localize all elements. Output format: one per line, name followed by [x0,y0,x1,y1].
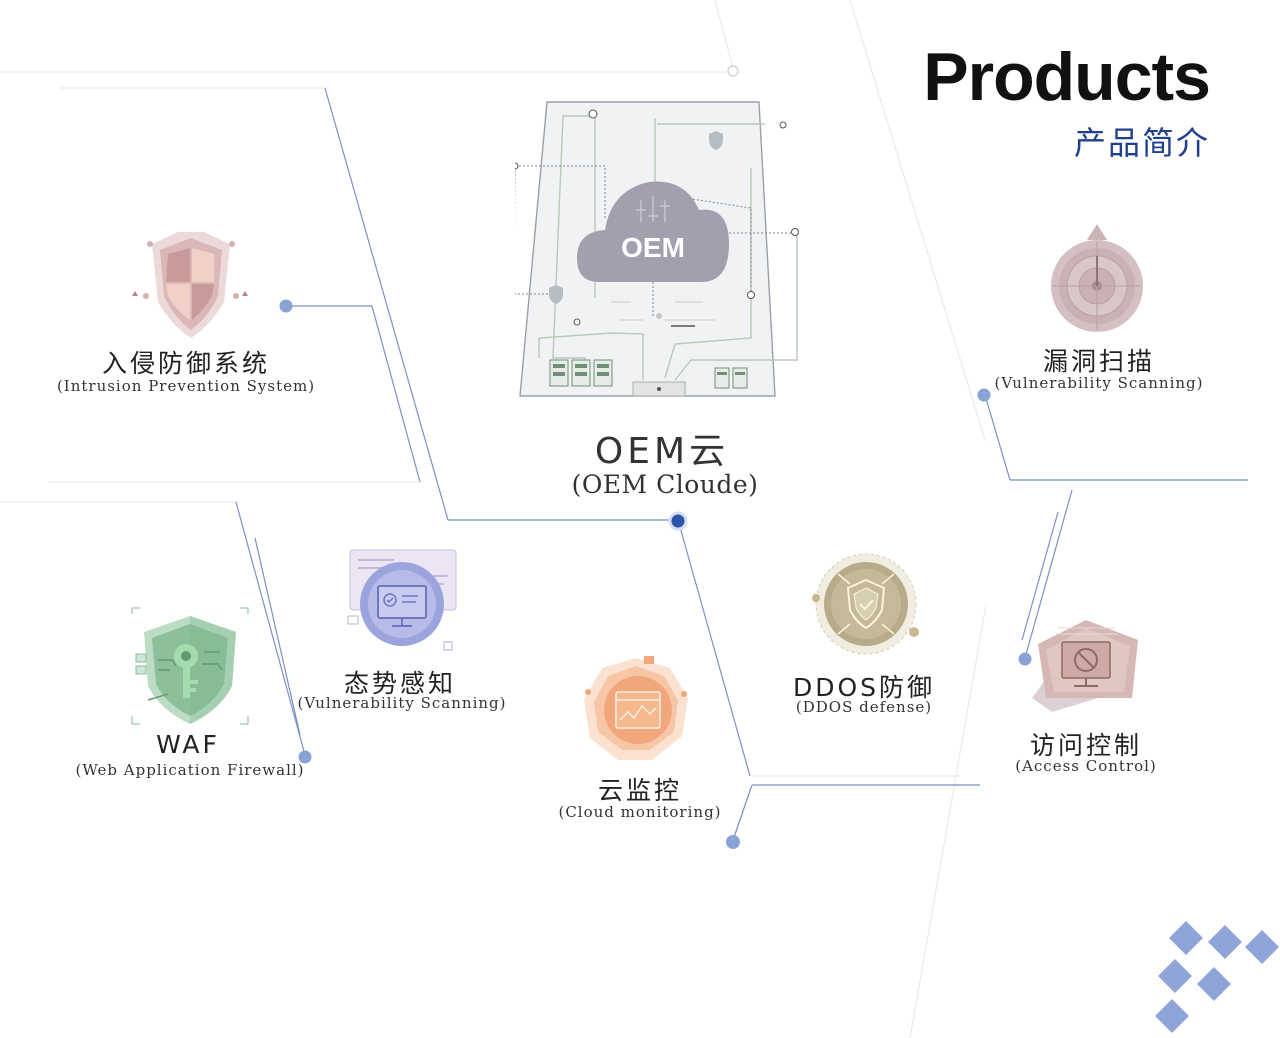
product-waf-label-en: (Web Application Firewall) [75,761,305,779]
svg-text:OEM: OEM [621,232,685,263]
diamond-pattern [1155,921,1279,1033]
product-vuln-label: 漏洞扫描 [1042,347,1156,376]
page-title: Products [923,39,1211,115]
product-access-label-en: (Access Control) [1015,757,1157,775]
oem-cloud-label: OEM云 [594,431,730,472]
node-main [668,511,688,531]
product-situation-label-en: (Vulnerability Scanning) [297,694,507,712]
product-ddos-label: DDOS防御 [792,673,936,702]
node-waf [298,750,312,764]
page-subtitle: 产品简介 [1073,124,1210,162]
product-ddos-label-en: (DDOS defense) [795,698,933,716]
oem-cloud-server-icon: OEM [515,101,799,397]
product-monitor-label: 云监控 [597,776,683,805]
product-monitor-label-en: (Cloud monitoring) [558,803,722,821]
node-monitor [726,835,740,849]
product-situation-label: 态势感知 [343,669,457,698]
product-ips-label: 入侵防御系统 [101,349,271,378]
node-top [727,65,739,77]
node-vuln [977,388,991,402]
scanner-dial-icon [1051,224,1143,332]
shield-grid-icon [132,232,248,338]
monitor-check-icon [347,549,457,651]
node-ips [279,299,293,313]
product-access-label: 访问控制 [1029,731,1143,760]
oem-cloud-label-en: (OEM Cloude) [571,470,759,499]
product-ips-label-en: (Intrusion Prevention System) [56,377,316,395]
cloud-monitor-icon [584,656,688,760]
node-access [1018,652,1032,666]
access-block-icon [1032,620,1138,712]
shield-key-icon [131,607,249,725]
product-vuln-label-en: (Vulnerability Scanning) [994,374,1204,392]
ddos-shield-medal-icon [812,553,919,655]
product-waf-label: WAF [156,730,220,759]
